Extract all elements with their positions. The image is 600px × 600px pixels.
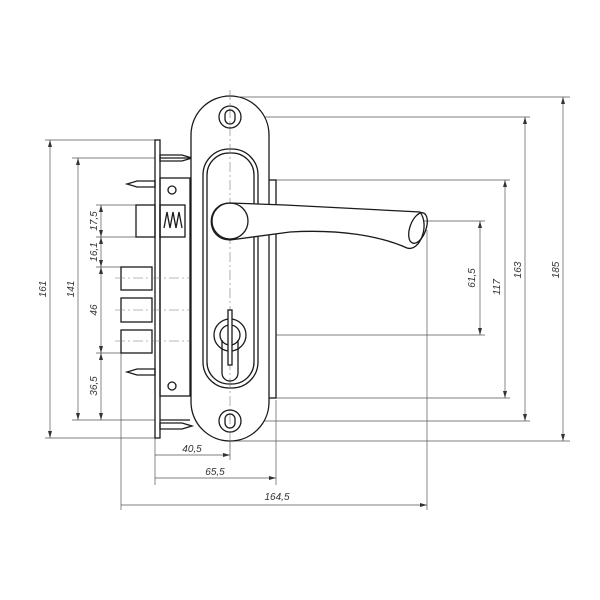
mortise-lock-body	[115, 139, 195, 439]
dimension-labels: 185 163 117 61,5 161 141 17,5 16,1 46 36…	[38, 211, 562, 503]
lever-handle	[210, 202, 428, 249]
screw-hole-icon	[218, 409, 242, 433]
dim-185: 185	[551, 261, 562, 278]
dim-163: 163	[513, 261, 524, 278]
spring-icon	[163, 211, 183, 229]
deadbolt	[120, 266, 153, 291]
dimension-lines	[48, 97, 565, 507]
faceplate	[154, 139, 161, 439]
dim-65-5: 65,5	[205, 467, 225, 478]
dim-141: 141	[66, 281, 77, 298]
latch-bolt	[135, 204, 156, 238]
dim-164-5: 164,5	[264, 492, 289, 503]
deadbolt	[120, 329, 153, 354]
cylinder-keyhole-icon	[213, 309, 247, 382]
nail-icon	[124, 154, 195, 430]
dim-117: 117	[492, 279, 503, 295]
screw-hole-icon	[218, 105, 242, 129]
screw-icon	[167, 185, 177, 195]
dim-61-5: 61,5	[467, 268, 478, 288]
dim-16-1: 16,1	[89, 242, 100, 261]
dim-36-5: 36,5	[89, 376, 100, 396]
dim-40-5: 40,5	[182, 444, 202, 455]
handle-plate	[190, 90, 428, 450]
screw-icon	[167, 381, 177, 391]
dim-161: 161	[38, 281, 49, 298]
extension-lines	[45, 96, 570, 510]
dim-17-5: 17,5	[89, 211, 100, 231]
dim-46: 46	[89, 304, 100, 316]
